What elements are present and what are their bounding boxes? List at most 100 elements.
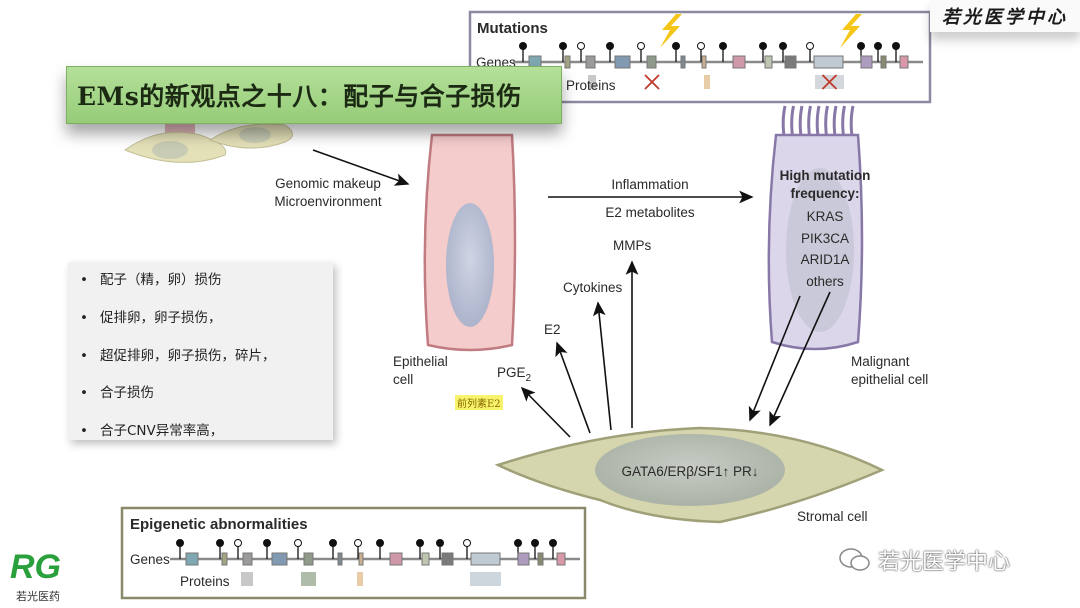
brand-logo-top: 若光医学中心 bbox=[930, 0, 1080, 32]
epigenetic-genes-label: Genes bbox=[130, 552, 170, 567]
exon-block bbox=[185, 552, 199, 566]
epithelial-label: Epithelial bbox=[393, 354, 448, 369]
cytokines-label: Cytokines bbox=[563, 280, 623, 295]
gene-pik3ca: PIK3CA bbox=[801, 231, 849, 246]
lightning-icon bbox=[660, 14, 682, 48]
methylation-filled-icon bbox=[857, 42, 865, 50]
exon-block bbox=[242, 552, 253, 566]
methylation-filled-icon bbox=[436, 539, 444, 547]
exon-block bbox=[441, 552, 454, 566]
inflammation-label: Inflammation bbox=[611, 177, 688, 192]
epithelial-label-2: cell bbox=[393, 372, 413, 387]
methylation-filled-icon bbox=[329, 539, 337, 547]
methylation-open-icon bbox=[697, 42, 705, 50]
exon-block bbox=[614, 55, 631, 69]
e2-label: E2 bbox=[544, 322, 561, 337]
methylation-open-icon bbox=[463, 539, 471, 547]
missing-protein-x-icon bbox=[821, 74, 838, 90]
genomic-makeup-label: Genomic makeup bbox=[275, 176, 381, 191]
epigenetic-title: Epigenetic abnormalities bbox=[130, 516, 308, 533]
exon-block bbox=[813, 55, 844, 69]
methylation-open-icon bbox=[354, 539, 362, 547]
protein-block bbox=[301, 572, 316, 586]
e2-metabolites-label: E2 metabolites bbox=[605, 205, 695, 220]
exon-block bbox=[860, 55, 873, 69]
exon-block bbox=[564, 55, 571, 69]
exon-block bbox=[680, 55, 686, 69]
exon-block bbox=[701, 55, 707, 69]
missing-protein-x-icon bbox=[644, 74, 660, 90]
exon-block bbox=[764, 55, 773, 69]
methylation-filled-icon bbox=[779, 42, 787, 50]
mutations-gene-track bbox=[513, 14, 923, 90]
protein-block bbox=[588, 75, 596, 89]
stromal-markers: GATA6/ERβ/SF1↑ PR↓ bbox=[621, 464, 758, 479]
stromal-cell bbox=[494, 426, 886, 524]
e2-arrow bbox=[555, 341, 591, 434]
exon-block bbox=[221, 552, 228, 566]
methylation-filled-icon bbox=[514, 539, 522, 547]
malignant-arrow-2 bbox=[769, 291, 831, 427]
frequency-label: frequency: bbox=[790, 186, 859, 201]
watermark: 若光医学中心 bbox=[838, 544, 1010, 576]
high-mutation-label: High mutation bbox=[780, 168, 871, 183]
methylation-filled-icon bbox=[874, 42, 882, 50]
methylation-filled-icon bbox=[216, 539, 224, 547]
cilium bbox=[815, 105, 821, 137]
lightning-icon bbox=[840, 14, 862, 48]
wechat-icon bbox=[839, 548, 870, 571]
rg-logo-name: 若光医药 bbox=[16, 590, 60, 603]
methylation-filled-icon bbox=[892, 42, 900, 50]
malignant-arrow-1 bbox=[748, 295, 801, 422]
malignant-cell bbox=[767, 105, 864, 351]
methylation-filled-icon bbox=[719, 42, 727, 50]
rg-logo-mark: RG bbox=[10, 548, 61, 586]
epigenetic-panel bbox=[120, 506, 587, 600]
exon-block bbox=[585, 55, 596, 69]
bullet-item: 促排卵，卵子损伤， bbox=[80, 304, 333, 342]
cilium bbox=[781, 105, 787, 137]
methylation-filled-icon bbox=[531, 539, 539, 547]
exon-block bbox=[337, 552, 343, 566]
cilium bbox=[807, 105, 812, 137]
mmps-label: MMPs bbox=[613, 238, 651, 253]
methylation-filled-icon bbox=[606, 42, 614, 50]
cilium bbox=[841, 105, 846, 137]
gene-kras: KRAS bbox=[807, 209, 844, 224]
exon-block bbox=[271, 552, 288, 566]
protein-block bbox=[704, 75, 710, 89]
cilium bbox=[798, 105, 804, 137]
bullet-item: 合子损伤 bbox=[80, 379, 333, 417]
gene-arid1a: ARID1A bbox=[801, 252, 850, 267]
methylation-filled-icon bbox=[559, 42, 567, 50]
exon-block bbox=[880, 55, 887, 69]
pge2-label: PGE2 bbox=[497, 365, 532, 384]
exon-block bbox=[556, 552, 566, 566]
epigenetic-gene-track bbox=[170, 539, 580, 586]
bullet-item: 配子（精，卵）损伤 bbox=[80, 266, 333, 304]
protein-block bbox=[357, 572, 363, 586]
exon-block bbox=[732, 55, 746, 69]
exon-block bbox=[784, 55, 797, 69]
stromal-cell-label: Stromal cell bbox=[797, 509, 868, 524]
exon-block bbox=[358, 552, 364, 566]
exon-block bbox=[389, 552, 403, 566]
cilium bbox=[849, 105, 855, 137]
exon-block bbox=[470, 552, 501, 566]
epithelial-cell bbox=[423, 133, 517, 352]
methylation-filled-icon bbox=[416, 539, 424, 547]
cilium bbox=[824, 105, 829, 137]
title-banner: EMs的新观点之十八：配子与合子损伤 bbox=[66, 66, 562, 124]
methylation-open-icon bbox=[637, 42, 645, 50]
cilium bbox=[790, 105, 795, 137]
page-title: EMs的新观点之十八：配子与合子损伤 bbox=[77, 82, 522, 111]
methylation-filled-icon bbox=[759, 42, 767, 50]
methylation-filled-icon bbox=[672, 42, 680, 50]
methylation-open-icon bbox=[577, 42, 585, 50]
methylation-filled-icon bbox=[376, 539, 384, 547]
pge2-note: 前列素E2 bbox=[455, 395, 503, 410]
protein-block bbox=[241, 572, 253, 586]
methylation-open-icon bbox=[234, 539, 242, 547]
malignant-label-2: epithelial cell bbox=[851, 372, 928, 387]
